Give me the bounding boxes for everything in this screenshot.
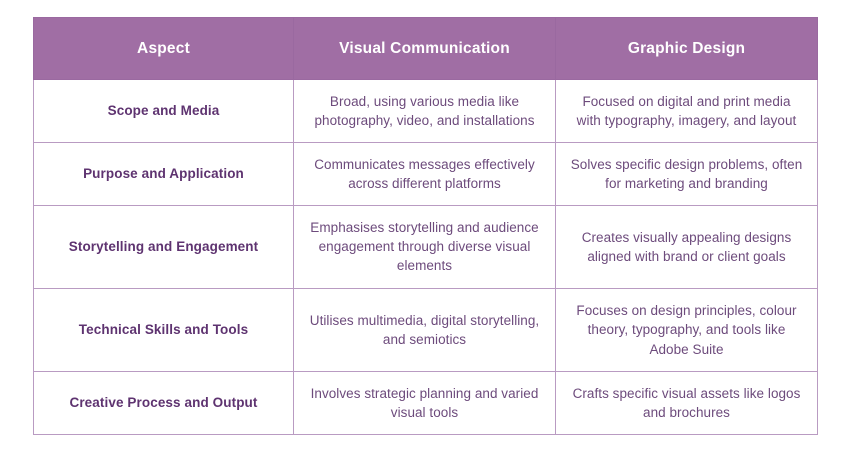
table-row: Scope and Media Broad, using various med… <box>33 79 818 143</box>
cell-visual-communication: Emphasises storytelling and audience eng… <box>293 204 556 289</box>
table-row: Storytelling and Engagement Emphasises s… <box>33 204 818 289</box>
cell-aspect: Technical Skills and Tools <box>33 287 294 373</box>
column-header-graphic-design: Graphic Design <box>555 17 818 80</box>
table-body: Scope and Media Broad, using various med… <box>33 79 818 435</box>
cell-graphic-design: Focuses on design principles, colour the… <box>555 287 818 373</box>
cell-graphic-design: Crafts specific visual assets like logos… <box>555 371 818 435</box>
column-header-visual-communication: Visual Communication <box>293 17 556 80</box>
header-row: Aspect Visual Communication Graphic Desi… <box>33 17 818 80</box>
cell-aspect: Creative Process and Output <box>33 371 294 435</box>
table-row: Purpose and Application Communicates mes… <box>33 141 818 206</box>
cell-visual-communication: Broad, using various media like photogra… <box>293 79 556 143</box>
table-header: Aspect Visual Communication Graphic Desi… <box>33 17 818 80</box>
comparison-table-container: Aspect Visual Communication Graphic Desi… <box>33 17 818 435</box>
table-row: Creative Process and Output Involves str… <box>33 371 818 435</box>
cell-graphic-design: Focused on digital and print media with … <box>555 79 818 143</box>
cell-aspect: Storytelling and Engagement <box>33 204 294 289</box>
comparison-table: Aspect Visual Communication Graphic Desi… <box>33 17 818 435</box>
cell-graphic-design: Creates visually appealing designs align… <box>555 204 818 289</box>
table-row: Technical Skills and Tools Utilises mult… <box>33 287 818 373</box>
cell-aspect: Purpose and Application <box>33 141 294 206</box>
cell-visual-communication: Communicates messages effectively across… <box>293 141 556 206</box>
cell-graphic-design: Solves specific design problems, often f… <box>555 141 818 206</box>
column-header-aspect: Aspect <box>33 17 294 80</box>
cell-visual-communication: Involves strategic planning and varied v… <box>293 371 556 435</box>
cell-aspect: Scope and Media <box>33 79 294 143</box>
cell-visual-communication: Utilises multimedia, digital storytellin… <box>293 287 556 373</box>
